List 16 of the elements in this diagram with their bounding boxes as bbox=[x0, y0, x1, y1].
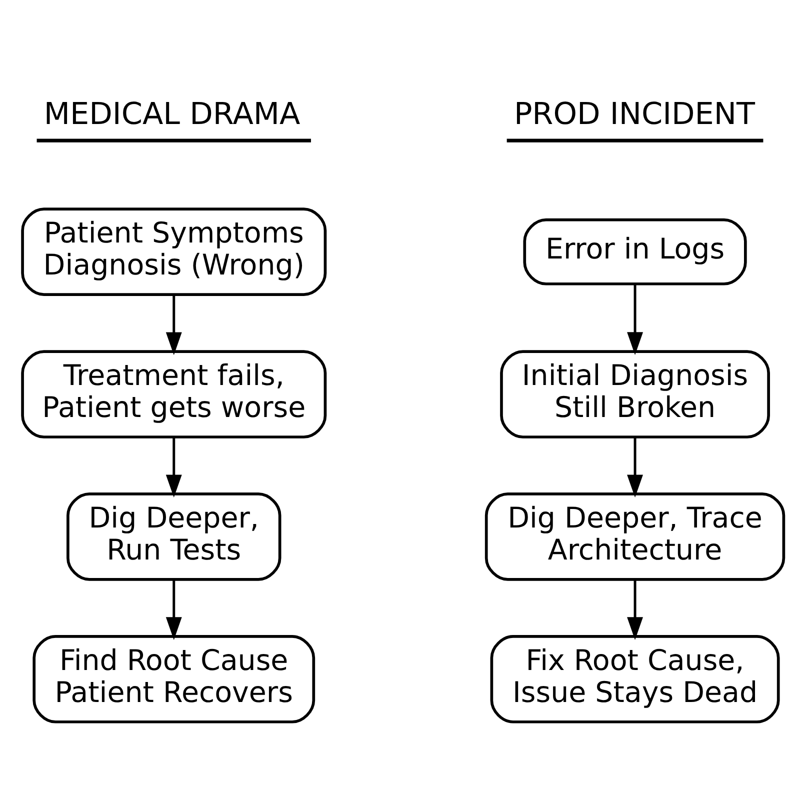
node-box: Fix Root Cause, Issue Stays Dead bbox=[490, 634, 780, 723]
node-box: Dig Deeper, Trace Architecture bbox=[484, 492, 786, 580]
node-box: Initial Diagnosis Still Broken bbox=[500, 350, 770, 438]
node-box: Find Root Cause Patient Recovers bbox=[32, 634, 316, 723]
arrow bbox=[627, 437, 644, 498]
arrow bbox=[166, 437, 182, 498]
arrow bbox=[166, 580, 182, 640]
arrow bbox=[627, 284, 644, 354]
label: PROD INCIDENT bbox=[514, 96, 756, 132]
node-box: Treatment fails, Patient gets worse bbox=[21, 350, 327, 438]
arrow bbox=[166, 294, 182, 355]
label: MEDICAL DRAMA bbox=[44, 96, 300, 132]
node-box: Patient Symptoms Diagnosis (Wrong) bbox=[21, 207, 327, 296]
node-box: Error in Logs bbox=[523, 218, 747, 285]
node-box: Dig Deeper, Run Tests bbox=[66, 492, 282, 580]
arrow bbox=[627, 580, 644, 640]
